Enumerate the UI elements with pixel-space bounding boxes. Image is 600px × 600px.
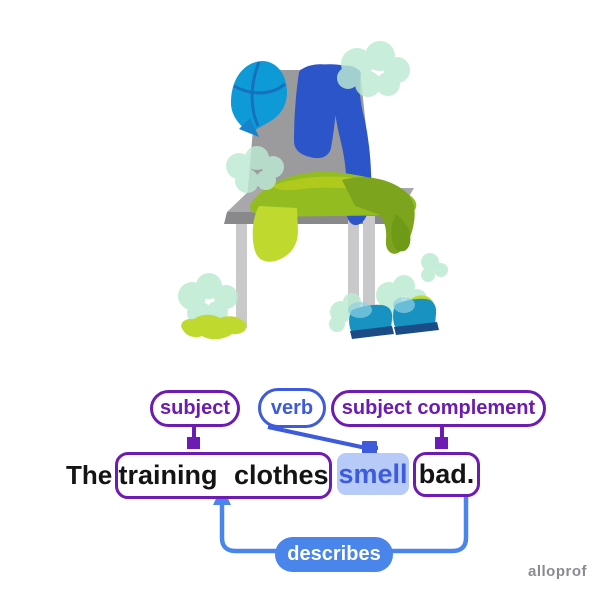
- stink-cloud-icon: [226, 41, 410, 193]
- verb-word: smell: [338, 458, 408, 489]
- blue-cap: [231, 61, 287, 137]
- describes-pill: describes: [275, 537, 393, 572]
- subject-word-box: training clothes: [115, 452, 332, 499]
- blue-sweater: [294, 64, 372, 226]
- complement-word: bad.: [418, 459, 475, 489]
- subject-label: subject: [150, 390, 240, 427]
- sentence-determiner: The: [66, 460, 113, 490]
- subject-complement-label: subject complement: [331, 390, 546, 427]
- subject-label-text: subject: [159, 397, 231, 419]
- describes-text: describes: [287, 543, 381, 565]
- chartreuse-socks: [181, 295, 434, 340]
- verb-label: verb: [258, 388, 326, 428]
- verb-label-text: verb: [270, 396, 314, 419]
- stink-cloud-icon: [178, 253, 448, 332]
- subject-complement-label-text: subject complement: [341, 397, 536, 419]
- subject-connector: [187, 426, 200, 449]
- verb-word-box: smell: [337, 453, 409, 495]
- green-training-clothes: [250, 171, 417, 262]
- alloprof-logo: alloprof: [528, 563, 587, 580]
- complement-word-box: bad.: [413, 452, 480, 497]
- complement-connector: [435, 425, 448, 449]
- teal-rain-boots: [348, 297, 439, 339]
- chair: [224, 70, 414, 328]
- subject-words: training clothes: [118, 460, 329, 490]
